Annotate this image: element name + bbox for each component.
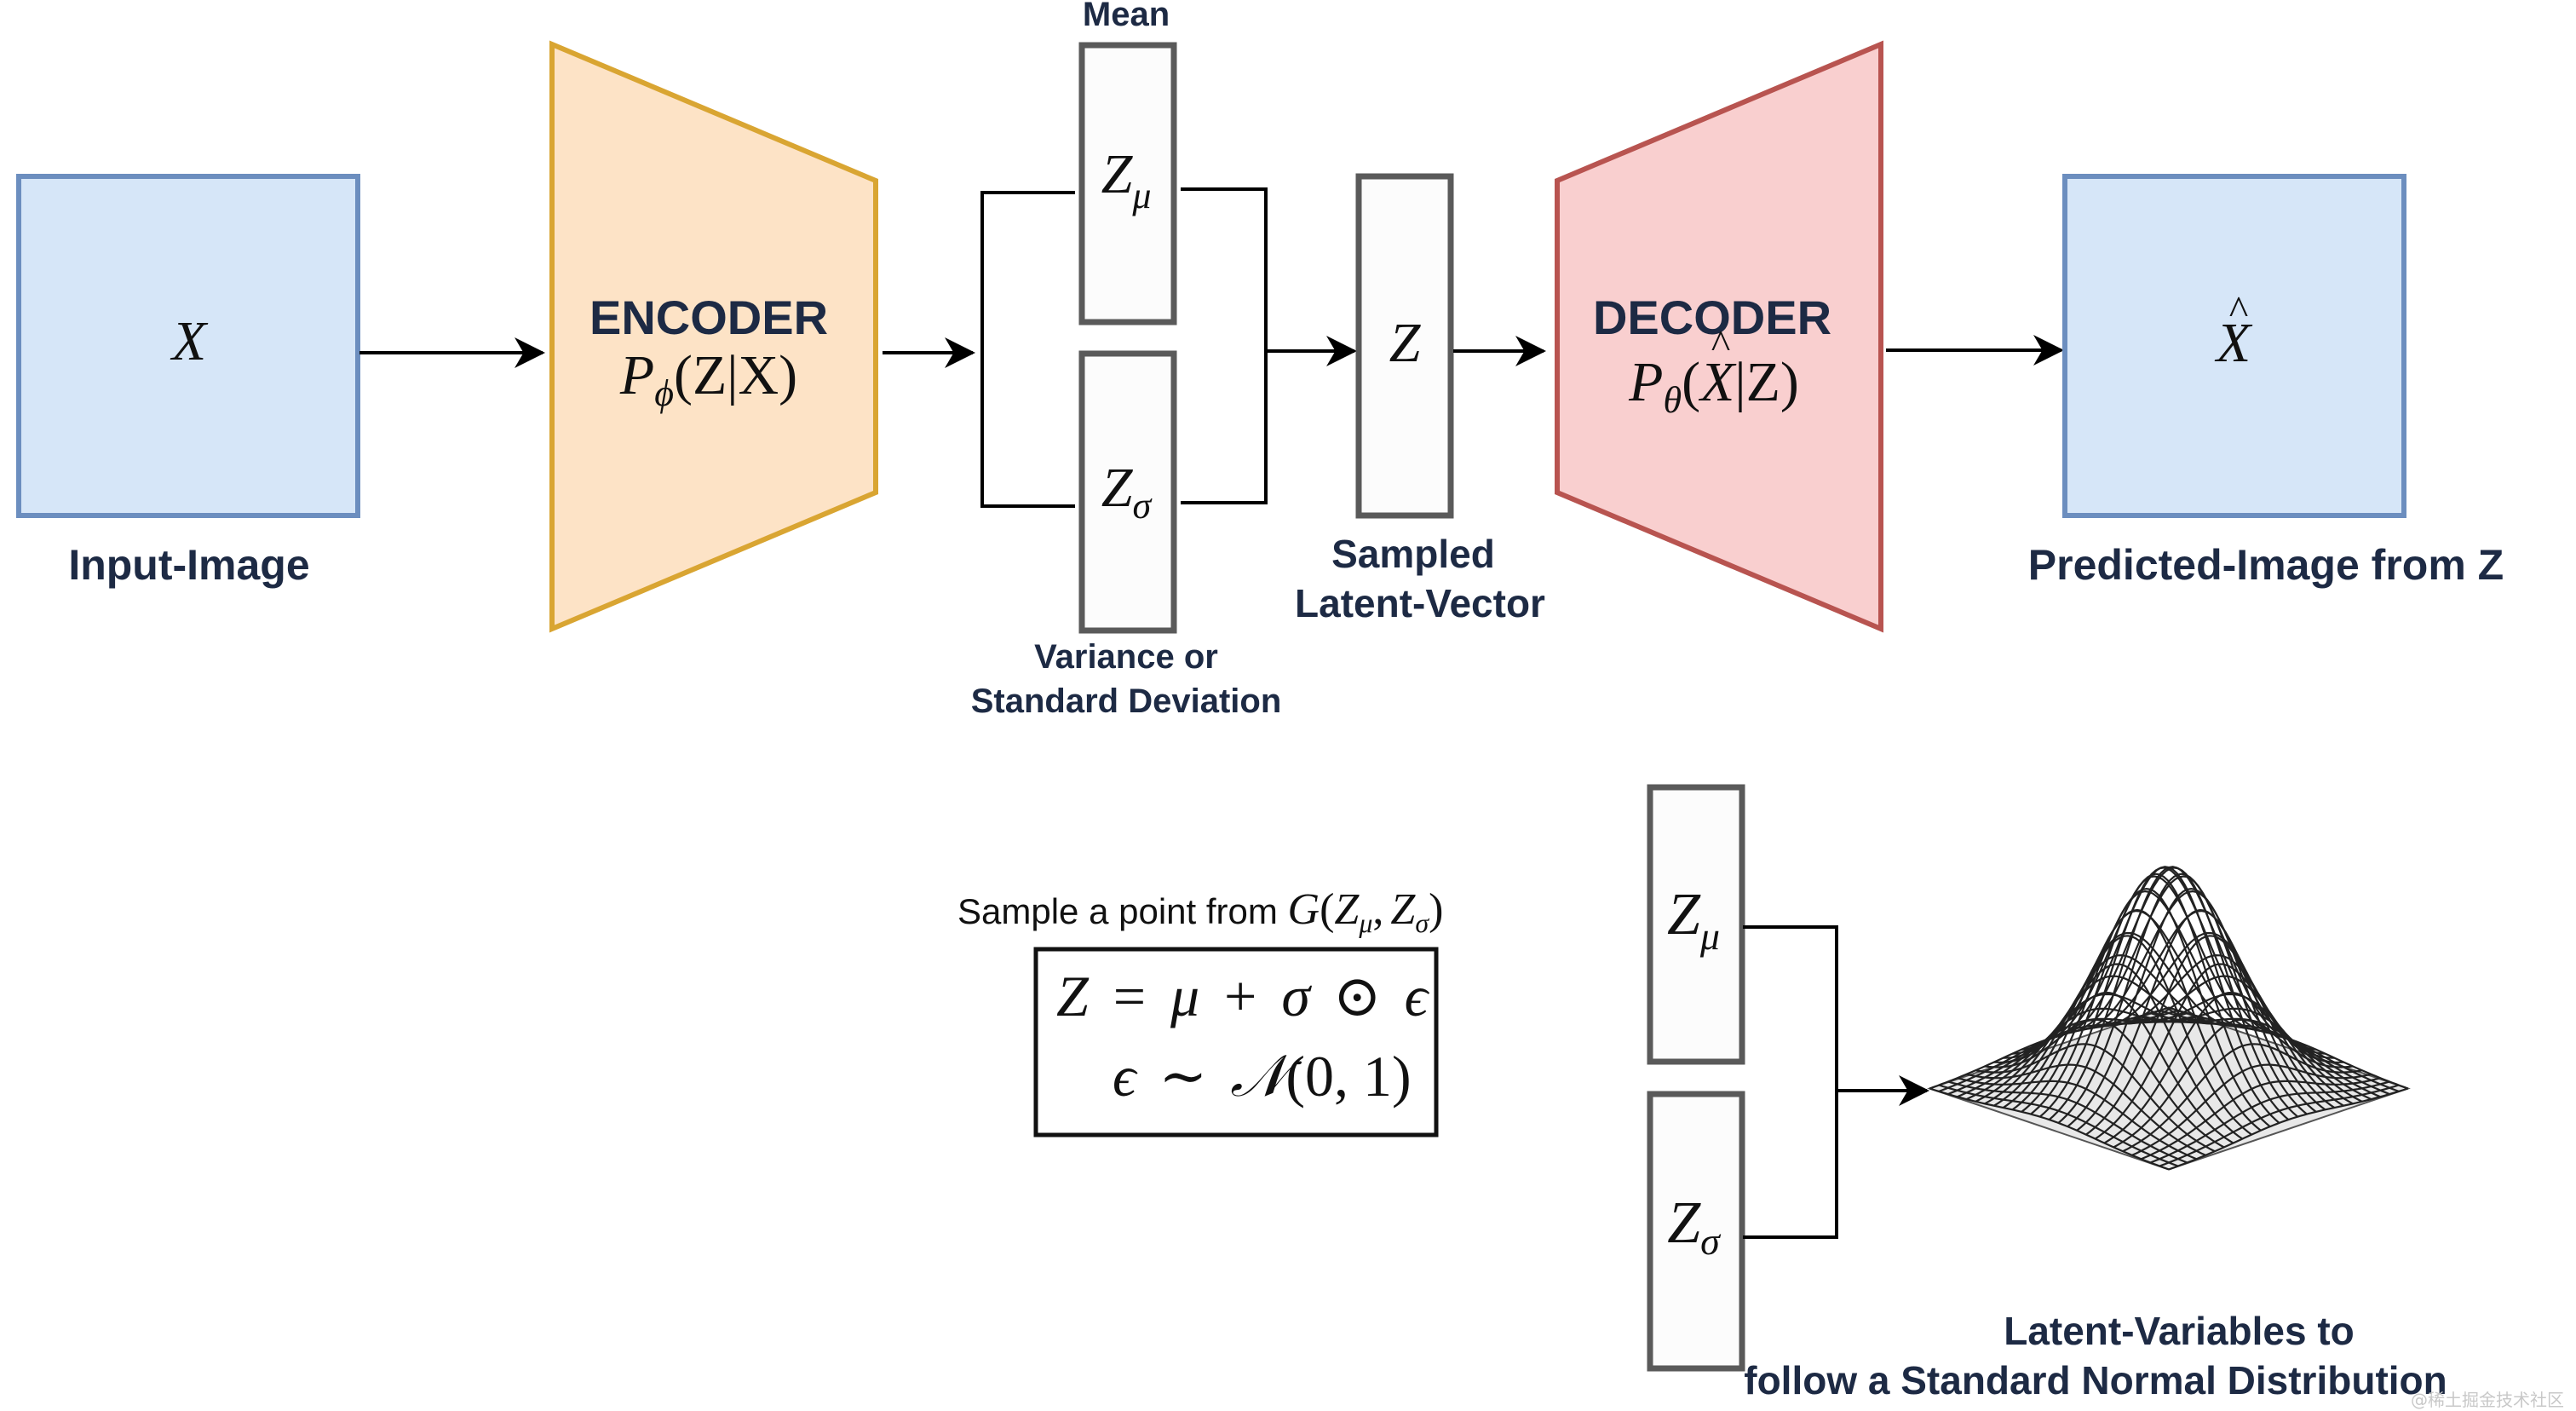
- latent-sigma-box: [1647, 1091, 1745, 1372]
- mean-label: Mean: [1083, 0, 1170, 33]
- gaussian-mesh-line-u: [2141, 1077, 2381, 1160]
- variance-label-line1: Variance or: [1034, 638, 1218, 676]
- gaussian-mesh-line-u: [2168, 1087, 2409, 1171]
- decoder-title: DECODER: [1593, 291, 1831, 344]
- gaussian-mesh-line-v: [1984, 1018, 2225, 1149]
- gaussian-mesh-line-v: [2049, 866, 2290, 1120]
- gaussian-mesh-line-u: [2159, 1084, 2400, 1167]
- gaussian-mesh-line-u: [2094, 963, 2335, 1140]
- gaussian-mesh-line-v: [1947, 1080, 2188, 1164]
- latent-sigma-node: Zσ: [1647, 1091, 1745, 1372]
- bottom-merge-connector: [1743, 925, 1838, 1239]
- gaussian-mesh-line-u: [2122, 1043, 2362, 1153]
- equation-line1: Z = μ + σ ⊙ ϵ: [1056, 964, 1430, 1028]
- encoder-title: ENCODER: [589, 291, 828, 344]
- gaussian-mesh-line-u: [2076, 908, 2316, 1132]
- gaussian-mesh-line-v: [2039, 873, 2280, 1124]
- output-hat-accent: ^: [2229, 288, 2249, 333]
- output-image-node: X ^ Predicted-Image from Z: [2028, 174, 2504, 589]
- decoder-node: DECODER Pθ(X|Z) ^: [1555, 40, 1883, 633]
- gaussian-mesh-line-v: [2003, 963, 2244, 1140]
- sampled-label-line1: Sampled: [1331, 532, 1495, 576]
- sampled-z-symbol: Z: [1389, 312, 1422, 374]
- input-image-box: [16, 174, 360, 518]
- distribution-caption-line2: follow a Standard Normal Distribution: [1744, 1358, 2447, 1402]
- gaussian-mesh-line-v: [1957, 1077, 2197, 1160]
- sampled-z-box: [1355, 173, 1454, 519]
- z-sigma-symbol: Zσ: [1101, 457, 1153, 527]
- gaussian-mesh-line-v: [1993, 991, 2234, 1144]
- output-symbol: X: [2214, 312, 2253, 374]
- decoder-trapezoid: [1555, 40, 1883, 633]
- gaussian-mesh-line-u: [2113, 1018, 2354, 1149]
- input-symbol: X: [170, 310, 209, 372]
- gaussian-mesh-line-u: [2103, 991, 2344, 1144]
- gaussian-mesh-line-v: [1938, 1084, 2179, 1167]
- watermark: @稀土掘金技术社区: [2411, 1390, 2564, 1410]
- equation-box: [1033, 947, 1439, 1137]
- encoder-node: ENCODER Pϕ(Z|X): [549, 40, 878, 633]
- gaussian-mesh-line-v: [1975, 1043, 2216, 1153]
- gaussian-mesh-line-u: [2057, 873, 2298, 1124]
- gaussian-mesh-line-v: [2021, 908, 2262, 1132]
- equation-line2: ϵ ∼ 𝒩(0, 1): [1113, 1044, 1412, 1109]
- decoder-hat-accent: ^: [1711, 322, 1731, 367]
- input-image-label: Input-Image: [68, 541, 309, 589]
- latent-sigma-symbol: Zσ: [1667, 1190, 1722, 1263]
- reparam-equation: Z = μ + σ ⊙ ϵ ϵ ∼ 𝒩(0, 1): [1033, 947, 1439, 1137]
- input-image-node: X Input-Image: [16, 174, 360, 589]
- output-image-box: [2062, 174, 2406, 518]
- variance-node: Zσ Variance or Standard Deviation: [971, 350, 1282, 720]
- sample-caption: Sample a point from G(Zμ,Zσ): [957, 885, 1443, 938]
- sampled-z-node: Z Sampled Latent-Vector: [1295, 173, 1545, 625]
- variance-box: [1078, 350, 1177, 634]
- gaussian-surface-icon: [1927, 866, 2411, 1171]
- merge-connector: [1181, 187, 1268, 504]
- gaussian-mesh-line-u: [2149, 1080, 2390, 1164]
- distribution-caption-line1: Latent-Variables to: [2004, 1309, 2355, 1353]
- mean-node: Mean Zμ: [1078, 0, 1177, 325]
- encoder-trapezoid: [549, 40, 878, 633]
- gaussian-mesh-line-v: [1966, 1063, 2206, 1156]
- latent-mu-node: Zμ: [1647, 784, 1745, 1065]
- decoder-formula: Pθ(X|Z): [1628, 351, 1799, 421]
- gaussian-mesh-line-v: [1929, 1087, 2170, 1171]
- split-connector: [980, 191, 1075, 508]
- mean-box: [1078, 42, 1177, 325]
- latent-mu-symbol: Zμ: [1667, 882, 1720, 958]
- sampled-label-line2: Latent-Vector: [1295, 581, 1545, 625]
- latent-mu-box: [1647, 784, 1745, 1065]
- output-image-label: Predicted-Image from Z: [2028, 541, 2504, 589]
- variance-label-line2: Standard Deviation: [971, 682, 1282, 720]
- encoder-formula: Pϕ(Z|X): [619, 344, 797, 414]
- z-mu-symbol: Zμ: [1101, 143, 1152, 216]
- gaussian-mesh-line-u: [2131, 1063, 2372, 1156]
